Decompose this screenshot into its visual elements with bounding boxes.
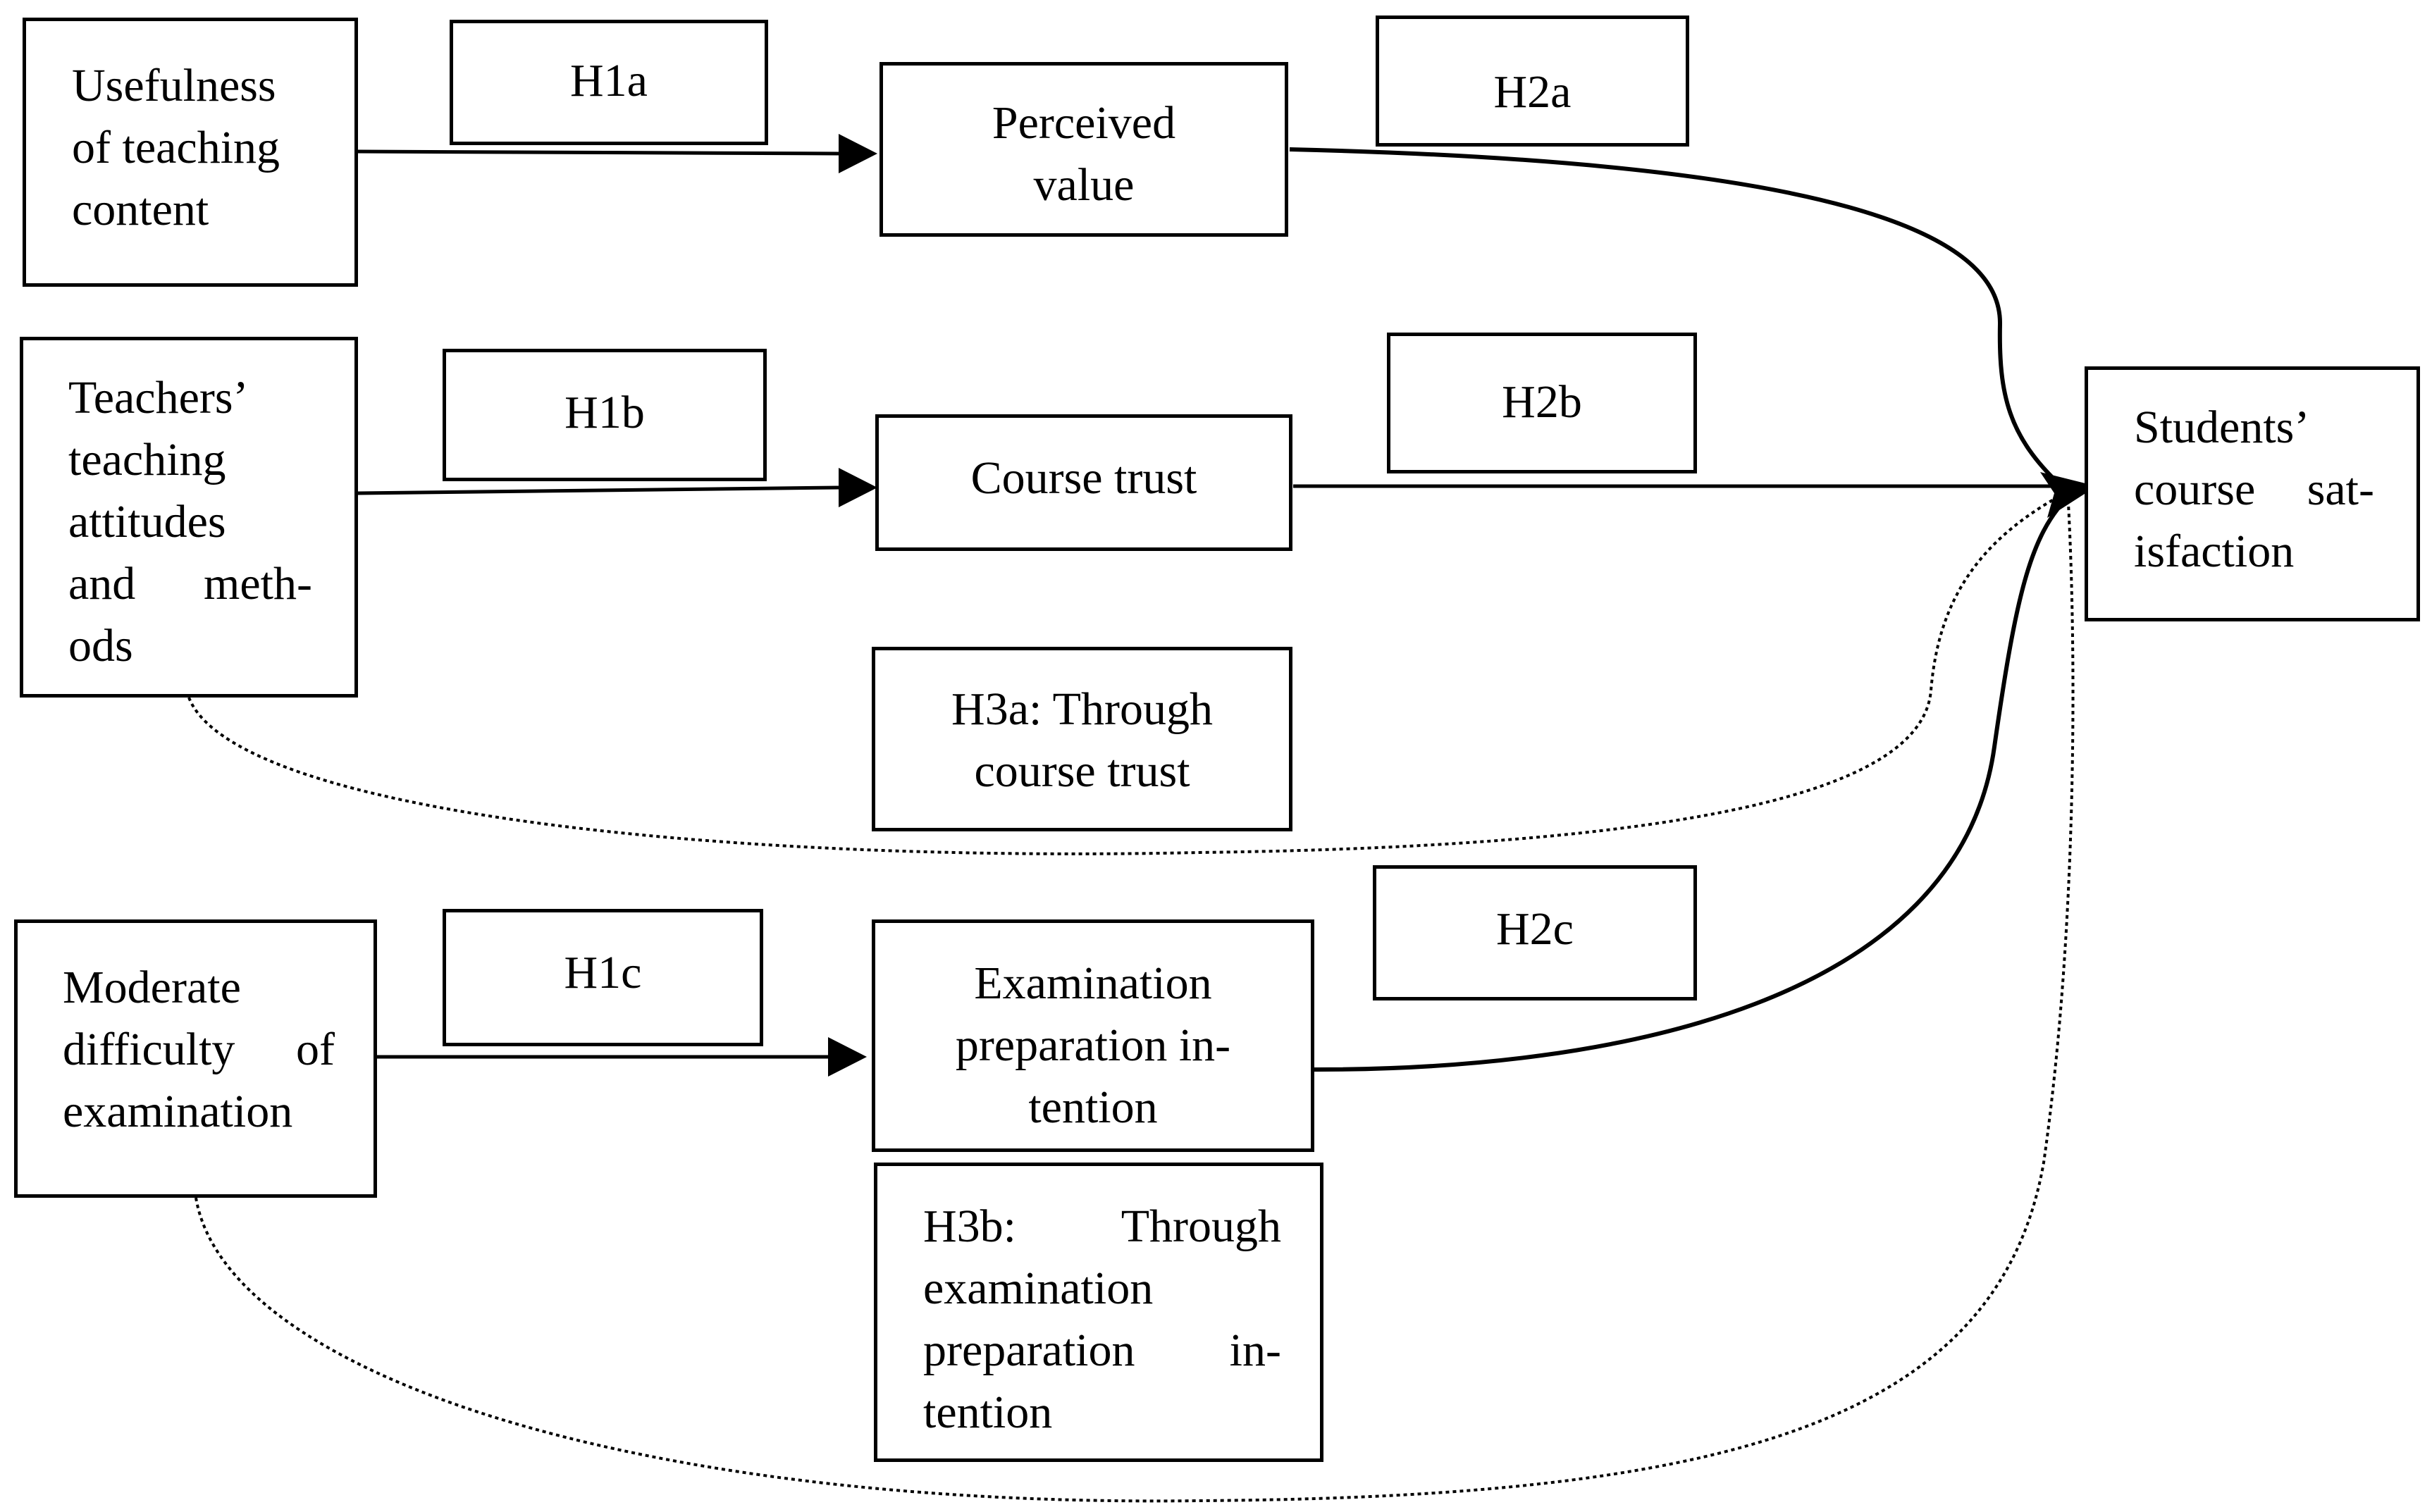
node-perceived-value: Perceived value [879,62,1288,237]
path-h2c [1307,495,2070,1072]
hypothesis-text: course trust [974,745,1190,797]
node-line: tention [1028,1082,1158,1133]
label-h2c: H2c [1373,865,1697,1000]
node-line: isfaction [2134,526,2295,577]
hypothesis-text: tention [923,1387,1053,1438]
arrow-h1a [355,134,877,173]
label-h2a: H2a [1376,16,1689,147]
node-line: Course trust [970,452,1197,504]
node-line: ods [68,620,133,671]
path-h2a [1289,147,2063,488]
hypothesis-text: H3a: Through [951,683,1213,735]
node-line: Students’ [2134,402,2310,453]
node-course-trust: Course trust [875,414,1292,551]
node-teachers-teaching-attitudes-and-methods: Teachers’ teaching attitudes and meth- o… [20,337,358,698]
arrow-h1b [355,468,877,507]
node-line: and meth- [68,558,312,609]
node-line: course sat- [2134,464,2374,515]
node-line: value [1033,159,1135,211]
label-h3b: H3b: Through examination preparation in-… [874,1163,1323,1462]
hypothesis-text: H1b [564,387,645,438]
path-h3a [187,492,2066,855]
node-line: Usefulness [72,60,276,111]
hypothesis-text: H2b [1502,376,1582,428]
node-line: Moderate [63,962,241,1013]
node-line: attitudes [68,496,226,547]
node-line: content [72,184,209,235]
hypothesis-text: examination [923,1263,1154,1314]
hypothesis-text: H1c [564,947,642,998]
node-line: difficulty of [63,1024,335,1075]
label-h3a: H3a: Through course trust [872,647,1292,831]
path-h3b [195,503,2075,1503]
hypothesis-text: preparation in- [923,1325,1281,1376]
satisfaction-arrowhead [2040,472,2097,518]
node-line: preparation in- [955,1020,1231,1071]
hypothesis-text: H1a [570,55,648,106]
label-h1c: H1c [443,909,763,1046]
node-line: Perceived [992,97,1176,149]
node-line: examination [63,1086,293,1137]
label-h1b: H1b [443,349,767,481]
node-line: Examination [974,958,1212,1009]
hypothesis-text: H3b: Through [923,1201,1281,1252]
hypothesis-text: H2c [1496,903,1574,955]
arrow-h1c [377,1037,867,1077]
node-line: Teachers’ [68,372,249,423]
node-students-course-satisfaction: Students’ course sat- isfaction [2085,366,2420,621]
label-h1a: H1a [450,20,768,145]
hypothesis-text: H2a [1493,66,1572,118]
node-line: teaching [68,434,226,485]
node-line: of teaching [72,122,280,173]
node-examination-preparation-intention: Examination preparation in- tention [872,919,1314,1152]
node-usefulness-of-teaching-content: Usefulness of teaching content [23,18,358,287]
label-h2b: H2b [1387,333,1697,473]
node-moderate-difficulty-of-examination: Moderate difficulty of examination [14,919,377,1198]
